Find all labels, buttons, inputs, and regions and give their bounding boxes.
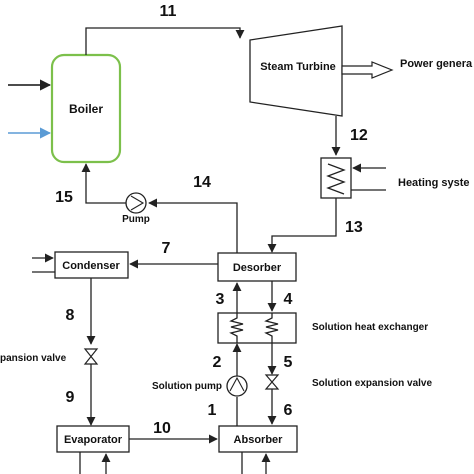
- stream-14-label: 14: [193, 174, 211, 191]
- absorber: [218, 425, 298, 453]
- stream-5-label: 5: [284, 354, 293, 371]
- condenser-label: Condenser: [62, 260, 120, 272]
- expansion-valve: [83, 348, 99, 365]
- stream-8-label: 8: [66, 307, 75, 324]
- solution-pump-triangle: [229, 376, 245, 392]
- stream-7-label: 7: [162, 240, 171, 257]
- stream-12-label: 12: [350, 127, 368, 144]
- expansion-valve-label: pansion valve: [0, 353, 67, 364]
- power-generation-label: Power genera: [400, 58, 473, 70]
- stream-10-label: 10: [153, 420, 171, 437]
- solution-pump-label: Solution pump: [152, 381, 222, 392]
- stream-3-label: 3: [216, 291, 225, 308]
- stream-15-line: [81, 163, 126, 204]
- stream-9-label: 9: [66, 389, 75, 406]
- stream-4-label: 4: [284, 291, 293, 308]
- absorber-label: Absorber: [234, 434, 284, 446]
- heating-exchanger: [320, 157, 352, 199]
- solution-expansion-valve-label: Solution expansion valve: [312, 378, 432, 389]
- evaporator-label: Evaporator: [64, 434, 123, 446]
- stream-6-label: 6: [284, 402, 293, 419]
- shx-coil-left: [229, 313, 244, 343]
- stream-13-line: [267, 198, 337, 253]
- power-output-arrow: [341, 61, 394, 79]
- steam-turbine: [249, 25, 343, 117]
- heating-exchanger-coil: [326, 163, 346, 195]
- stream-11-label: 11: [160, 3, 177, 20]
- steam-turbine-label: Steam Turbine: [260, 61, 336, 73]
- shx-coil-right: [264, 313, 279, 343]
- stream-14-line: [148, 198, 238, 253]
- stream-2-label: 2: [213, 354, 222, 371]
- evaporator: [56, 425, 130, 453]
- stream-11-line: [85, 27, 245, 55]
- heating-system-label: Heating syste: [398, 177, 470, 189]
- desorber-label: Desorber: [233, 262, 282, 274]
- pump-label: Pump: [122, 214, 150, 225]
- solution-heat-exchanger-label: Solution heat exchanger: [312, 322, 428, 333]
- pump-triangle: [130, 195, 145, 211]
- stream-1-label: 1: [208, 402, 217, 419]
- boiler-label: Boiler: [69, 102, 103, 116]
- stream-15-label: 15: [55, 189, 73, 206]
- stream-13-label: 13: [345, 219, 363, 236]
- desorber: [217, 252, 297, 282]
- solution-expansion-valve: [264, 374, 280, 390]
- solution-heat-exchanger: [217, 312, 297, 344]
